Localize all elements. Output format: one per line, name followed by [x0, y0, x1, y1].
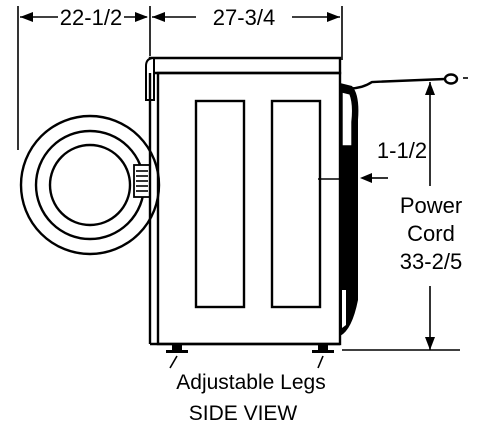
- power-cord-label-line1: Power: [400, 193, 462, 218]
- door-depth-dimension: 22-1/2: [17, 5, 148, 150]
- door-window: [48, 143, 132, 227]
- rear-clearance-label: 1-1/2: [377, 138, 427, 163]
- rear-clearance-dimension: 1-1/2: [318, 138, 427, 184]
- dryer-door: [19, 114, 161, 256]
- arrow-left-icon: [152, 12, 165, 22]
- arrow-left-icon: [360, 173, 372, 183]
- plug-icon: [443, 73, 459, 85]
- arrow-left-icon: [20, 12, 33, 22]
- rear-vent-hood: [340, 83, 359, 336]
- power-cord: [342, 73, 468, 90]
- view-title: SIDE VIEW: [189, 402, 298, 425]
- door-depth-label: 22-1/2: [60, 5, 122, 30]
- power-cord-label-line2: Cord: [407, 221, 455, 246]
- power-cord-label-line3: 33-2/5: [400, 249, 462, 274]
- dryer-cabinet: [145, 56, 342, 346]
- arrow-down-icon: [425, 337, 435, 350]
- leg-front: [172, 344, 182, 351]
- arrow-right-icon: [327, 12, 340, 22]
- power-cord-height-dimension: Power Cord 33-2/5: [342, 82, 462, 351]
- arrow-right-icon: [135, 12, 148, 22]
- door-middle-ring: [34, 129, 146, 241]
- arrow-right-icon: [340, 174, 352, 184]
- cabinet-side-panel: [156, 71, 342, 346]
- cabinet-top: [148, 56, 342, 75]
- leader-line: [317, 355, 324, 369]
- adjustable-legs-label: Adjustable Legs: [176, 371, 325, 394]
- leader-line: [169, 355, 178, 369]
- leg-rear: [318, 344, 328, 351]
- cabinet-depth-label: 27-3/4: [213, 5, 275, 30]
- arrow-up-icon: [425, 82, 435, 95]
- side-panel-recess-right: [270, 99, 322, 309]
- cabinet-depth-dimension: 27-3/4: [149, 5, 343, 60]
- side-panel-recess-left: [194, 99, 246, 309]
- adjustable-legs: Adjustable Legs: [166, 344, 334, 394]
- cord-line: [342, 77, 446, 90]
